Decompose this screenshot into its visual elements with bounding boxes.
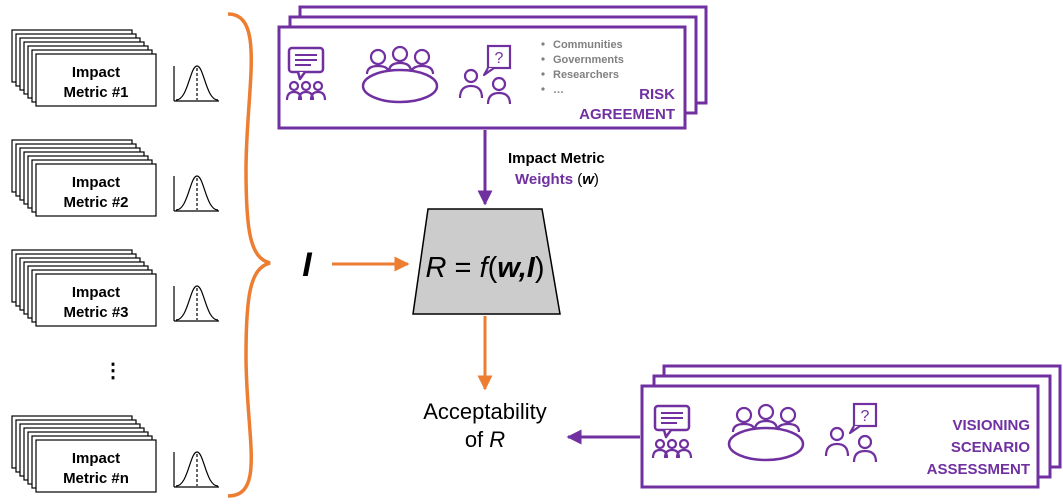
- acceptability-line2: of R: [465, 427, 505, 452]
- impact-metric-n-line1: Impact: [72, 450, 120, 467]
- impact-metric-2-line1: Impact: [72, 174, 120, 191]
- acceptability-line1: Acceptability: [423, 399, 547, 424]
- impact-metric-card-3: Impact Metric #3: [11, 249, 220, 327]
- risk-panel-title-line1: RISK: [639, 86, 675, 103]
- impact-metric-1-line2: Metric #1: [63, 84, 128, 101]
- visioning-scenario-panel: VISIONING SCENARIO ASSESSMENT: [640, 364, 1062, 489]
- stakeholder-governments: Governments: [553, 54, 624, 66]
- visioning-panel-line3: ASSESSMENT: [927, 461, 1030, 478]
- vertical-ellipsis: ⋮: [103, 360, 123, 382]
- impact-metric-1-line1: Impact: [72, 64, 120, 81]
- input-symbol: I: [302, 246, 313, 284]
- visioning-panel-line1: VISIONING: [952, 417, 1030, 434]
- curly-brace: [227, 12, 271, 498]
- distribution-curve-icon: [173, 451, 220, 488]
- stakeholder-communities: Communities: [553, 39, 623, 51]
- impact-metric-3-line1: Impact: [72, 284, 120, 301]
- visioning-panel-line2: SCENARIO: [951, 439, 1031, 456]
- stakeholder-researchers: Researchers: [553, 69, 619, 81]
- impact-metric-card-1: Impact Metric #1: [11, 29, 220, 107]
- distribution-curve-icon: [173, 175, 220, 212]
- impact-metric-2-line2: Metric #2: [63, 194, 128, 211]
- weights-label-line2: Weights (w): [515, 171, 599, 188]
- impact-metric-card-n: Impact Metric #n: [11, 415, 220, 493]
- risk-panel-title-line2: AGREEMENT: [579, 106, 675, 123]
- risk-function-formula: R = f(w,I): [425, 252, 544, 284]
- stakeholder-more: …: [553, 84, 564, 96]
- risk-function-box: [412, 208, 561, 315]
- impact-metric-n-line2: Metric #n: [63, 470, 129, 487]
- impact-metric-card-2: Impact Metric #2: [11, 139, 220, 217]
- impact-metric-3-line2: Metric #3: [63, 304, 128, 321]
- distribution-curve-icon: [173, 65, 220, 102]
- risk-agreement-panel: Communities Governments Researchers … RI…: [277, 5, 708, 130]
- weights-label-line1: Impact Metric: [508, 150, 605, 167]
- distribution-curve-icon: [173, 285, 220, 322]
